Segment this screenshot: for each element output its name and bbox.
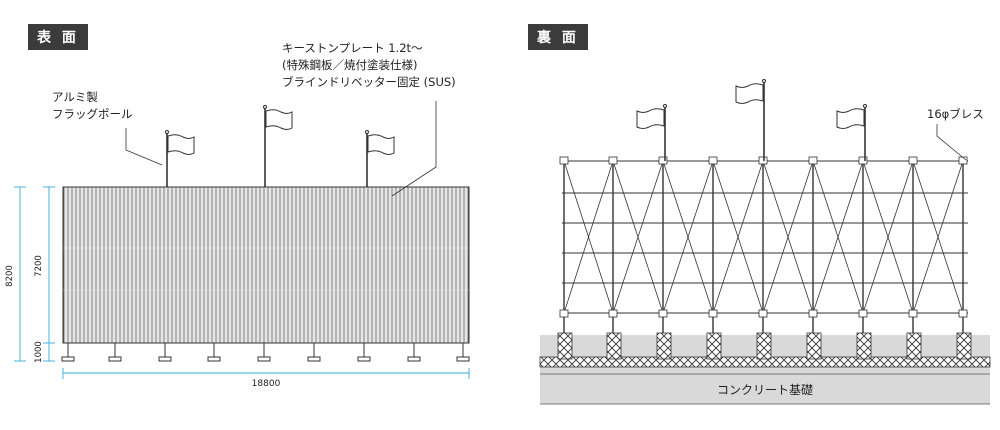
flag-pole-label: アルミ製 フラッグポール	[52, 89, 133, 123]
flag-pole-label-line-1: アルミ製	[52, 90, 98, 104]
keystone-plate-label: キーストンプレート 1.2t〜 (特殊鋼板／焼付塗装仕様) ブラインドリベッター…	[282, 40, 456, 91]
flag-pole-2	[263, 105, 293, 187]
dimension-width: 18800	[252, 379, 281, 389]
plate-label-line-3: ブラインドリベッター固定 (SUS)	[282, 75, 456, 89]
front-posts	[61, 343, 470, 362]
brace-label: 16φブレス	[927, 107, 984, 121]
back-view-tag: 裏 面	[528, 24, 588, 50]
foundation-label: コンクリート基礎	[717, 383, 813, 397]
front-post	[257, 343, 271, 362]
plate-leader-line	[391, 101, 437, 197]
brace-leader-line	[936, 124, 967, 161]
back-frame	[562, 160, 968, 333]
front-post	[207, 343, 221, 362]
front-flag-poles	[165, 105, 395, 187]
flag-leader-line	[125, 128, 163, 166]
front-post	[307, 343, 321, 362]
foundation-footings	[557, 332, 972, 360]
plate-label-line-1: キーストンプレート 1.2t〜	[282, 41, 423, 55]
back-flag-pole-1	[636, 104, 667, 161]
front-post	[456, 343, 470, 362]
dimension-panel-height: 7200	[34, 255, 44, 277]
front-post	[158, 343, 172, 362]
dimension-total-height: 8200	[5, 265, 15, 287]
back-joint-plates	[559, 156, 968, 318]
dimension-base-height: 1000	[34, 341, 44, 363]
back-flag-pole-2	[735, 79, 766, 161]
front-post	[108, 343, 122, 362]
front-post	[357, 343, 371, 362]
front-panel	[62, 186, 470, 344]
front-view-tag: 表 面	[28, 24, 88, 50]
front-post	[61, 343, 75, 362]
front-leader-lines	[125, 101, 437, 197]
back-cross-braces	[563, 160, 964, 314]
front-post	[407, 343, 421, 362]
flag-pole-3	[365, 130, 395, 187]
dimension-lines	[14, 186, 470, 379]
flag-pole-1	[165, 130, 195, 187]
plate-label-line-2: (特殊鋼板／焼付塗装仕様)	[282, 58, 418, 72]
back-flag-pole-3	[836, 104, 867, 161]
back-flag-poles	[636, 79, 867, 161]
flag-pole-label-line-2: フラッグポール	[52, 107, 133, 121]
